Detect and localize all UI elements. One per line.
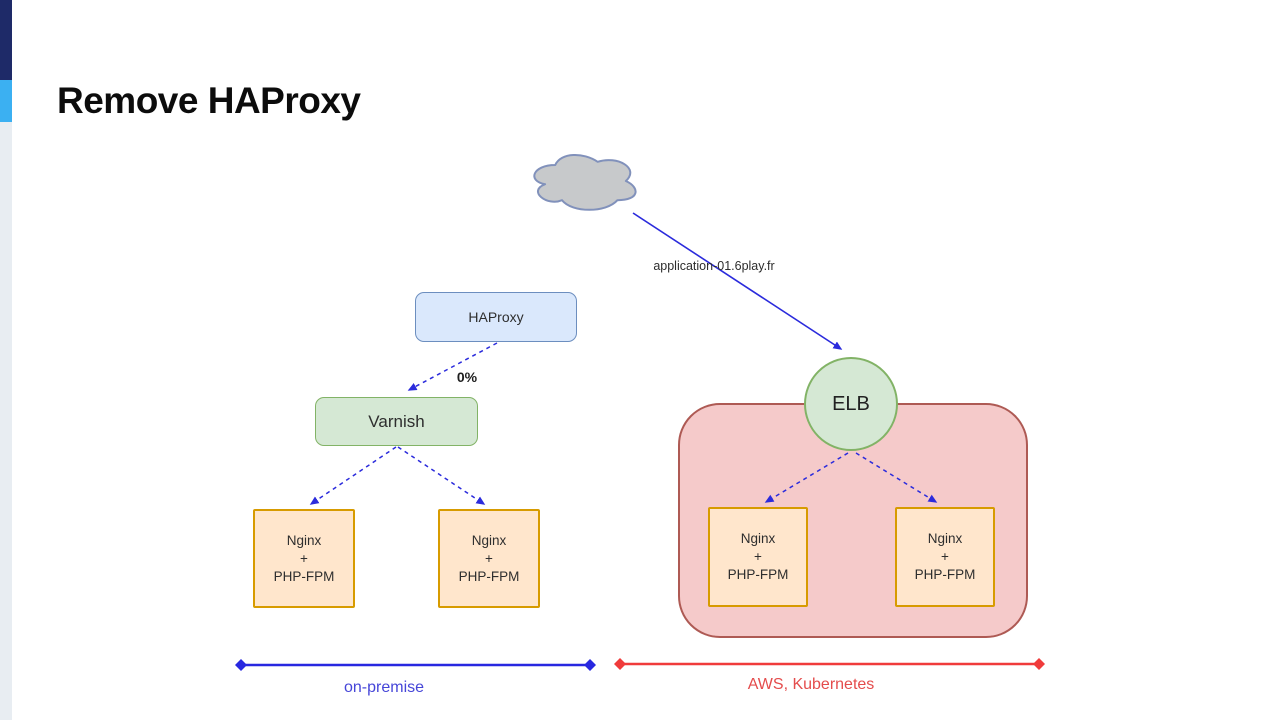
nginx-onprem-node-1: Nginx + PHP-FPM	[253, 509, 355, 608]
nginx-aws-node-2: Nginx + PHP-FPM	[895, 507, 995, 607]
varnish-node: Varnish	[315, 397, 478, 446]
nginx-aws-node-1: Nginx + PHP-FPM	[708, 507, 808, 607]
on-premise-region-label: on-premise	[343, 679, 425, 696]
elb-node: ELB	[804, 357, 898, 451]
nginx-onprem-label-2: Nginx + PHP-FPM	[458, 532, 520, 584]
nginx-onprem-label-1: Nginx + PHP-FPM	[273, 532, 335, 584]
page-title: Remove HAProxy	[57, 80, 361, 121]
accent-bar-navy	[0, 0, 12, 80]
haproxy-label: HAProxy	[468, 309, 524, 325]
haproxy-node: HAProxy	[415, 292, 577, 342]
accent-bar-blue	[0, 80, 12, 122]
arrow-varnish-to-nginx-1	[309, 446, 397, 505]
arrow-haproxy-to-varnish	[407, 342, 498, 391]
cloud-icon	[533, 154, 637, 211]
elb-label: ELB	[832, 393, 870, 415]
nginx-aws-label-1: Nginx + PHP-FPM	[727, 531, 789, 582]
arrow-varnish-to-nginx-2	[397, 446, 486, 505]
traffic-weight-label: 0%	[456, 369, 478, 385]
nginx-onprem-node-2: Nginx + PHP-FPM	[438, 509, 540, 608]
accent-side-strip	[0, 122, 12, 720]
aws-region-label: AWS, Kubernetes	[747, 676, 875, 693]
varnish-label: Varnish	[368, 411, 425, 431]
nginx-aws-label-2: Nginx + PHP-FPM	[914, 531, 976, 582]
dns-hostname-label: application-01.6play.fr	[653, 259, 775, 273]
arrow-cloud-to-elb	[632, 212, 843, 350]
